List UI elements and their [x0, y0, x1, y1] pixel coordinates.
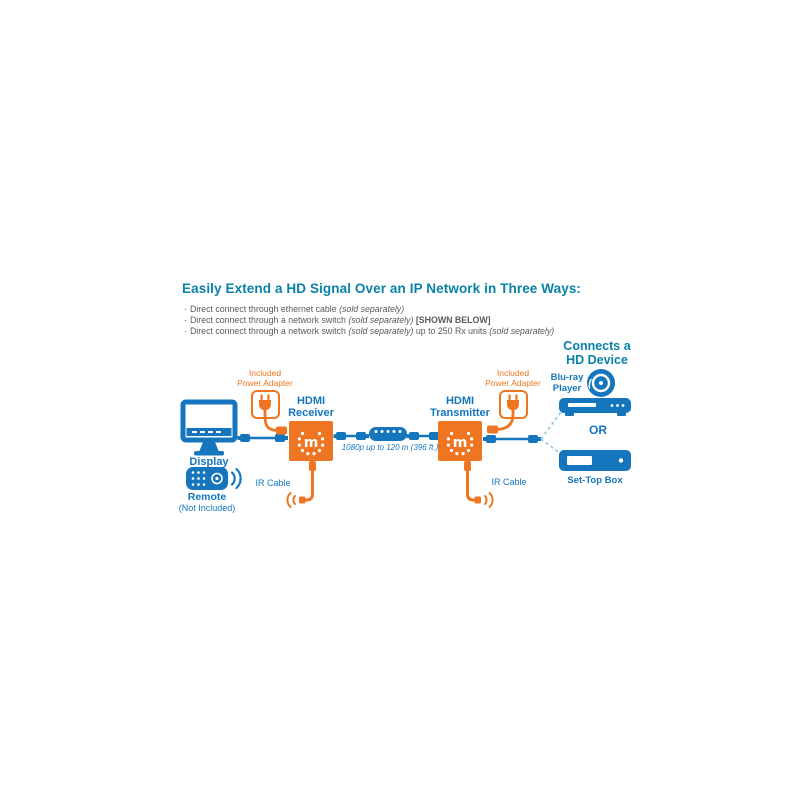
power-adapter-receiver-icon: [251, 390, 287, 435]
bluray-disc-icon: [587, 369, 615, 397]
remote-icon: [186, 467, 228, 490]
bluray-player-label: Blu-ray Player: [550, 372, 584, 394]
hdmi-receiver-icon: m: [289, 421, 333, 461]
hdmi-cable-display-icon: [237, 434, 288, 442]
hdmi-transmitter-icon: m: [438, 421, 482, 461]
rx-ir-cable-label: IR Cable: [255, 478, 291, 488]
ethernet-cable-rx-icon: [333, 432, 369, 440]
bluray-player-icon: [559, 398, 631, 416]
bullet-item: ·Direct connect through a network switch…: [184, 315, 604, 326]
power-adapter-transmitter-icon: [487, 390, 528, 434]
bullet-bold: [SHOWN BELOW]: [415, 314, 491, 325]
bullet-text: Direct connect through a network switch: [189, 325, 349, 336]
display-label: Display: [189, 456, 229, 468]
settop-box-icon: [559, 450, 631, 471]
bullet-item: ·Direct connect through ethernet cable (…: [184, 304, 604, 315]
hdmi-cable-source-icon: [483, 435, 541, 443]
bullet-marker: ·: [184, 304, 187, 314]
bullet-text: Direct connect through ethernet cable: [189, 304, 340, 314]
bullet-item: ·Direct connect through a network switch…: [184, 325, 555, 336]
link-distance-note: 1080p up to 120 m (396 ft.): [341, 443, 439, 452]
remote-not-included-label: (Not Included): [178, 503, 236, 513]
connects-heading: Connects a HD Device: [563, 339, 631, 367]
bullet-italic: (sold separately): [348, 314, 414, 325]
page-title: Easily Extend a HD Signal Over an IP Net…: [182, 281, 582, 296]
bullet-italic: (sold separately): [489, 325, 555, 336]
settop-box-label: Set-Top Box: [567, 475, 623, 486]
tx-ir-cable-icon: [464, 461, 494, 508]
bullet-list: ·Direct connect through ethernet cable (…: [184, 304, 604, 336]
remote-signal-waves-icon: [230, 467, 242, 490]
hdmi-transmitter-label: HDMI Transmitter: [430, 395, 490, 419]
rx-power-adapter-label: Included Power Adapter: [237, 368, 293, 388]
tx-ir-cable-label: IR Cable: [491, 477, 527, 487]
manhattan-logo-receiver: m: [304, 435, 319, 451]
or-label: OR: [589, 423, 607, 437]
bullet-italic: (sold separately): [348, 325, 414, 336]
tx-power-adapter-label: Included Power Adapter: [485, 368, 541, 388]
bullet-marker: ·: [184, 325, 187, 336]
manhattan-logo-transmitter: m: [453, 435, 468, 451]
bullet-italic: (sold separately): [339, 304, 405, 314]
bullet-text: Direct connect through a network switch: [189, 314, 349, 325]
network-switch-icon: [369, 427, 407, 441]
remote-label: Remote (Not Included): [168, 492, 246, 514]
hdmi-receiver-label: HDMI Receiver: [288, 395, 334, 419]
bullet-marker: ·: [184, 314, 187, 325]
ethernet-cable-tx-icon: [406, 432, 439, 440]
rx-ir-cable-icon: [286, 461, 316, 508]
split-dashed-lines: [540, 411, 562, 455]
display-monitor-icon: [180, 399, 238, 456]
